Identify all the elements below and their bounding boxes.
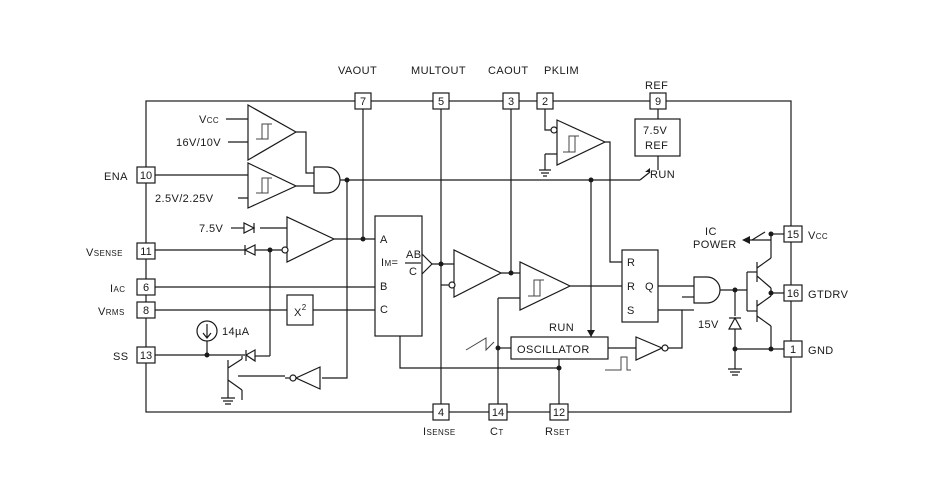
pin-1: 1 GND xyxy=(783,340,834,358)
ff-q: Q xyxy=(645,281,654,293)
pin-label-vsense: VSENSE xyxy=(86,247,123,259)
oscillator-label: OSCILLATOR xyxy=(517,344,590,356)
oscillator: OSCILLATOR RUN xyxy=(465,180,636,404)
run-and-gate: RUN xyxy=(296,131,675,379)
ref-line1: 7.5V xyxy=(643,125,667,137)
mult-input-b: B xyxy=(380,281,388,293)
pin-15: 15 VCC xyxy=(783,225,828,243)
pin-label-gnd: GND xyxy=(808,345,834,357)
run-osc-label: RUN xyxy=(549,322,574,334)
pin-number: 16 xyxy=(787,288,799,300)
pin-10: ENA 10 xyxy=(104,166,156,184)
pin-label-ref: REF xyxy=(645,80,668,92)
pin-3: CAOUT 3 xyxy=(488,65,529,110)
pin-9: REF 9 xyxy=(645,80,668,110)
pwm-comparator xyxy=(497,261,622,404)
pin-2: PKLIM 2 xyxy=(536,65,579,110)
pin-label-vaout: VAOUT xyxy=(338,65,377,77)
flip-flop: R R S Q xyxy=(621,249,694,323)
pin-number: 12 xyxy=(553,407,565,419)
mult-input-c: C xyxy=(380,304,388,316)
pin-6: IAC 6 xyxy=(110,278,156,296)
pin-12: 12 RSET xyxy=(545,403,570,438)
soft-start: 14µA xyxy=(155,320,321,405)
pin-7: VAOUT 7 xyxy=(338,65,377,110)
uvlo-threshold-label: 16V/10V xyxy=(176,137,221,149)
pin-number: 10 xyxy=(140,170,152,182)
pin-number: 1 xyxy=(790,344,796,356)
pin-label-iac: IAC xyxy=(110,283,125,295)
mult-formula-num: AB xyxy=(406,249,421,261)
inverter xyxy=(635,309,694,361)
pin-label-ct: CT xyxy=(490,426,504,438)
pin-label-vcc: VCC xyxy=(808,230,828,242)
vcc-label: VCC xyxy=(199,114,219,126)
pin-number: 14 xyxy=(492,407,504,419)
pin-number: 4 xyxy=(438,407,444,419)
pin-label-caout: CAOUT xyxy=(488,65,529,77)
square-label: X2 xyxy=(294,303,307,319)
output-and-gate xyxy=(682,276,747,304)
pin-number: 9 xyxy=(655,96,661,108)
peak-limit-comparator xyxy=(539,109,622,263)
pin-number: 3 xyxy=(508,96,514,108)
enable-threshold-label: 2.5V/2.25V xyxy=(155,193,214,205)
run-ref-label: RUN xyxy=(650,169,675,181)
current-source-label: 14µA xyxy=(222,326,250,338)
pin-13: SS 13 xyxy=(113,346,156,364)
pin-label-isense: ISENSE xyxy=(423,426,456,438)
ref-line2: REF xyxy=(645,140,668,152)
pin-number: 11 xyxy=(140,246,151,258)
ic-power-line1: IC xyxy=(705,226,717,238)
ff-r1: R xyxy=(627,257,635,269)
ic-power-line2: POWER xyxy=(693,239,737,251)
pin-5: MULTOUT 5 xyxy=(411,65,466,110)
pin-4: 4 ISENSE xyxy=(423,403,456,438)
ff-s: S xyxy=(627,305,635,317)
zener-label: 15V xyxy=(698,319,719,331)
mult-input-a: A xyxy=(380,234,388,246)
mult-formula-lhs: IM= xyxy=(381,257,398,269)
pin-number: 5 xyxy=(438,96,444,108)
ff-r2: R xyxy=(627,281,635,293)
enable-comparator: 2.5V/2.25V xyxy=(155,162,298,209)
uvlo-comparator: VCC 16V/10V xyxy=(176,103,298,162)
pin-label-vrms: VRMS xyxy=(98,306,125,318)
mult-formula-den: C xyxy=(409,266,417,278)
pin-11: VSENSE 11 xyxy=(86,242,156,260)
pin-label-rset: RSET xyxy=(545,426,570,438)
pin-number: 6 xyxy=(143,282,149,294)
pin-label-pklim: PKLIM xyxy=(544,65,579,77)
pin-label-ss: SS xyxy=(113,351,128,363)
pin-8: VRMS 8 xyxy=(98,301,156,319)
pin-label-multout: MULTOUT xyxy=(411,65,466,77)
pin-number: 8 xyxy=(143,305,149,317)
reference-block: 7.5V REF xyxy=(634,109,681,170)
square-block: X2 xyxy=(155,294,314,326)
clamp-label: 7.5V xyxy=(199,223,223,235)
pin-number: 2 xyxy=(542,96,548,108)
voltage-amplifier: 7.5V xyxy=(155,109,375,356)
pin-number: 7 xyxy=(360,96,366,108)
pin-14: 14 CT xyxy=(488,403,508,438)
pin-label-gtdrv: GTDRV xyxy=(808,289,849,301)
current-amplifier xyxy=(432,109,522,404)
pin-16: 16 GTDRV xyxy=(783,284,849,302)
multiplier: A B C IM= AB C xyxy=(155,215,562,371)
pin-number: 15 xyxy=(787,229,799,241)
output-stage: IC POWER 15V xyxy=(693,226,784,376)
pin-label-ena: ENA xyxy=(104,171,128,183)
pin-number: 13 xyxy=(140,350,152,362)
